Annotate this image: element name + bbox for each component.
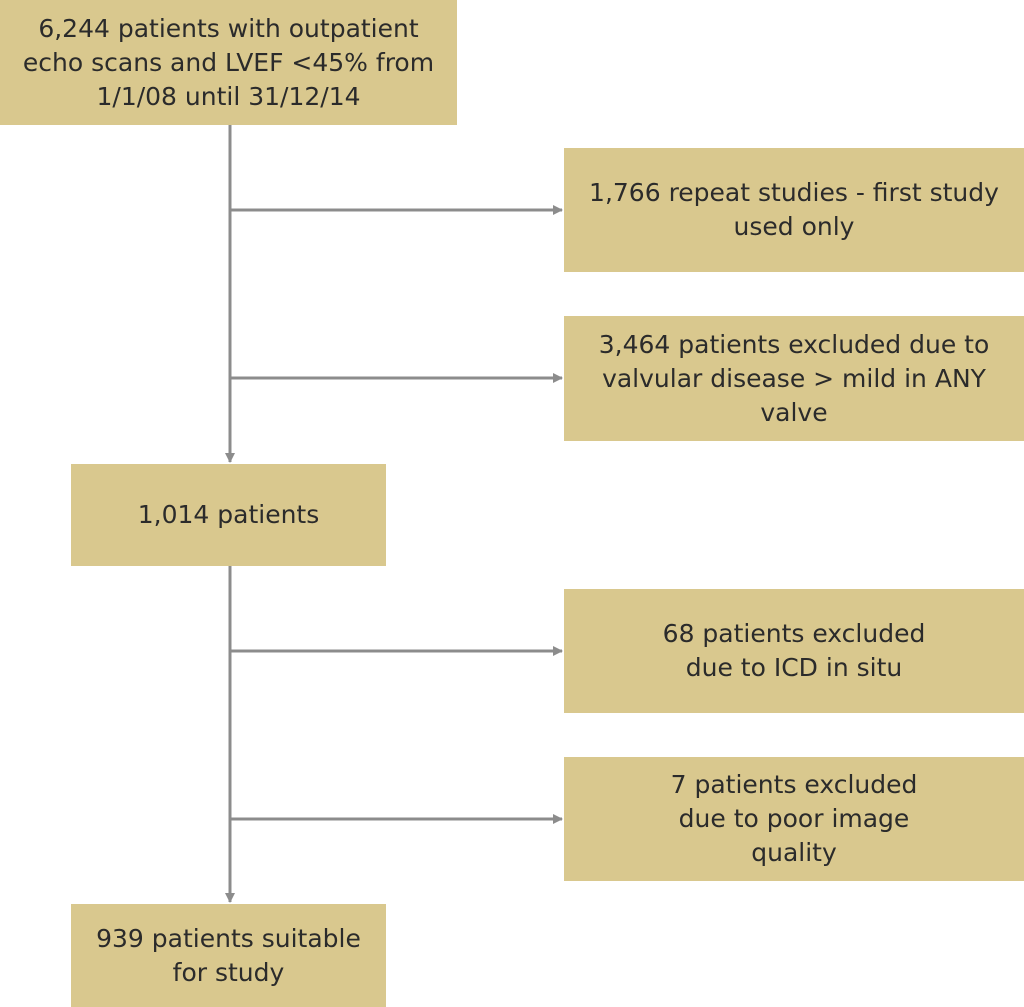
intermediate-population-text: 1,014 patients xyxy=(137,500,320,529)
image-quality-exclusion-text: 7 patients excluded due to poor image qu… xyxy=(670,770,918,867)
valvular-disease-exclusion-text: 3,464 patients excluded due to valvular … xyxy=(598,329,990,427)
intermediate-population-box: 1,014 patients xyxy=(71,464,386,566)
final-population-text: 939 patients suitable for study xyxy=(96,923,361,987)
final-population-box: 939 patients suitable for study xyxy=(71,904,386,1007)
image-quality-exclusion-box: 7 patients excluded due to poor image qu… xyxy=(564,757,1024,881)
start-population-box: 6,244 patients with outpatient echo scan… xyxy=(0,0,457,125)
repeat-studies-exclusion-box: 1,766 repeat studies - first study used … xyxy=(564,148,1024,272)
icd-exclusion-text: 68 patients excluded due to ICD in situ xyxy=(662,619,926,682)
icd-exclusion-box: 68 patients excluded due to ICD in situ xyxy=(564,589,1024,713)
repeat-studies-exclusion-text: 1,766 repeat studies - first study used … xyxy=(589,178,999,241)
valvular-disease-exclusion-box: 3,464 patients excluded due to valvular … xyxy=(564,316,1024,441)
start-population-text: 6,244 patients with outpatient echo scan… xyxy=(22,13,435,111)
